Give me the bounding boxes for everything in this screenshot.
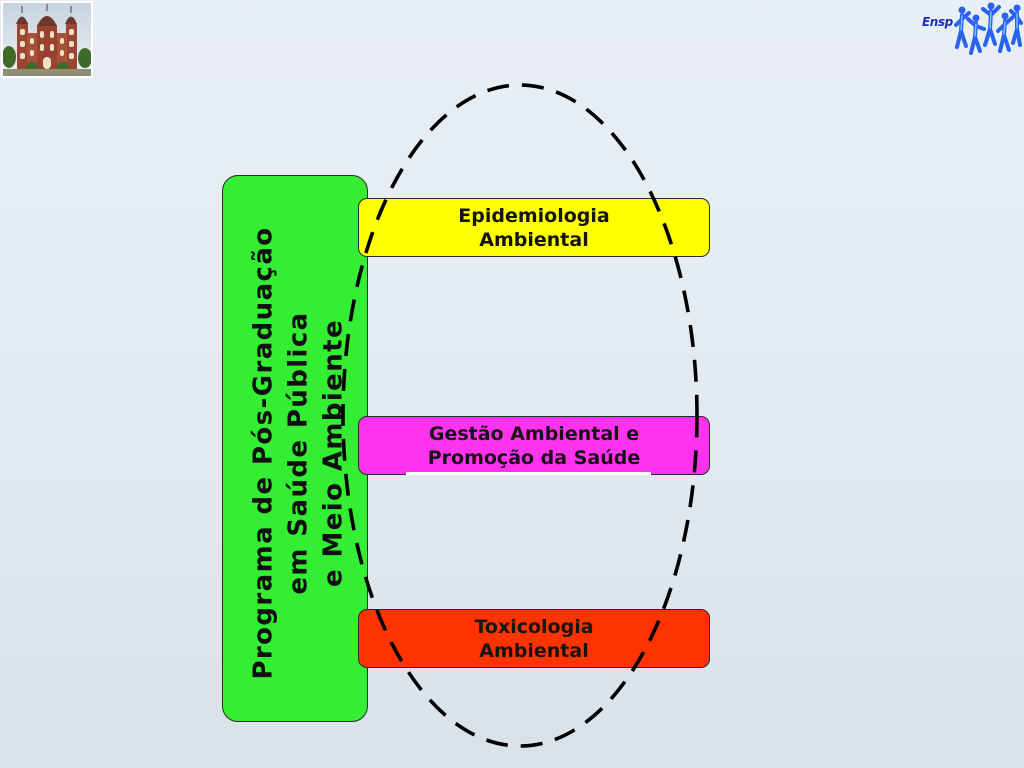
topic-label-line: Toxicologia xyxy=(474,615,594,638)
caption-highlight-strip xyxy=(406,472,651,475)
topic-box-epidemiologia: Epidemiologia Ambiental xyxy=(358,198,710,257)
castle-icon xyxy=(3,3,91,76)
topic-label-line: Promoção da Saúde xyxy=(427,446,641,469)
topic-label-line: Gestão Ambiental e xyxy=(428,422,640,445)
castle-photo-logo xyxy=(1,1,93,78)
program-title: Programa de Pós-Graduação em Saúde Públi… xyxy=(247,193,352,713)
program-title-line-2: em Saúde Pública xyxy=(283,311,314,595)
ensp-logo: Ensp xyxy=(918,0,1024,60)
program-title-line-3: e Meio Ambiente xyxy=(318,319,349,587)
topic-label-line: Epidemiologia xyxy=(458,204,610,227)
program-title-line-1: Programa de Pós-Graduação xyxy=(248,226,279,680)
ensp-logo-text: Ensp xyxy=(922,15,953,29)
dancing-figures-icon xyxy=(954,2,1023,55)
topic-label-line: Ambiental xyxy=(479,639,589,662)
topic-box-toxicologia: Toxicologia Ambiental xyxy=(358,609,710,668)
topic-box-gestao: Gestão Ambiental e Promoção da Saúde xyxy=(358,416,710,475)
topic-label-line: Ambiental xyxy=(479,228,589,251)
program-box: Programa de Pós-Graduação em Saúde Públi… xyxy=(222,175,368,722)
